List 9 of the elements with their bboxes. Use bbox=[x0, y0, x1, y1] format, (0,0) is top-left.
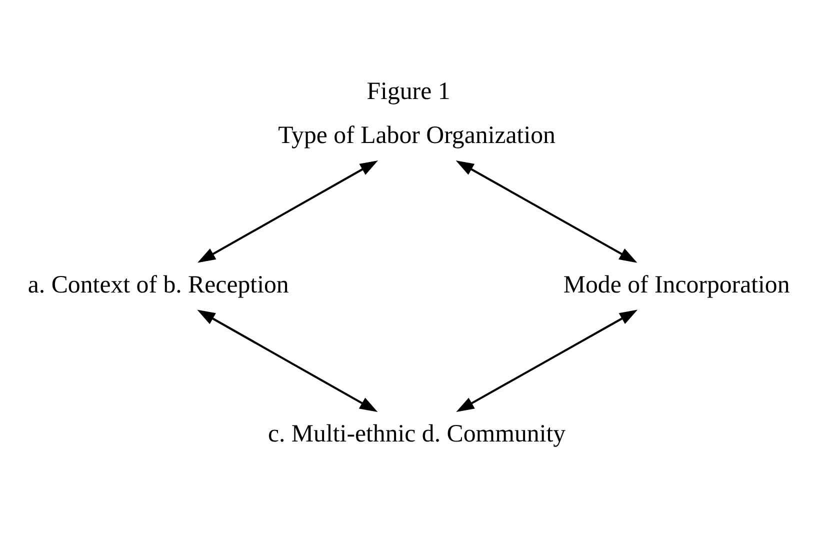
diagram-title: Figure 1 bbox=[366, 78, 450, 105]
node-text: c. Multi-ethnic d. Community bbox=[267, 420, 566, 448]
arrow bbox=[196, 310, 378, 412]
arrow bbox=[456, 310, 638, 412]
node-text: Mode of Incorporation bbox=[562, 271, 790, 298]
node-text: Type of Labor Organization bbox=[278, 122, 555, 150]
arrow bbox=[196, 160, 378, 263]
arrow bbox=[455, 160, 637, 263]
node-text: a. Context of b. Reception bbox=[27, 271, 288, 298]
